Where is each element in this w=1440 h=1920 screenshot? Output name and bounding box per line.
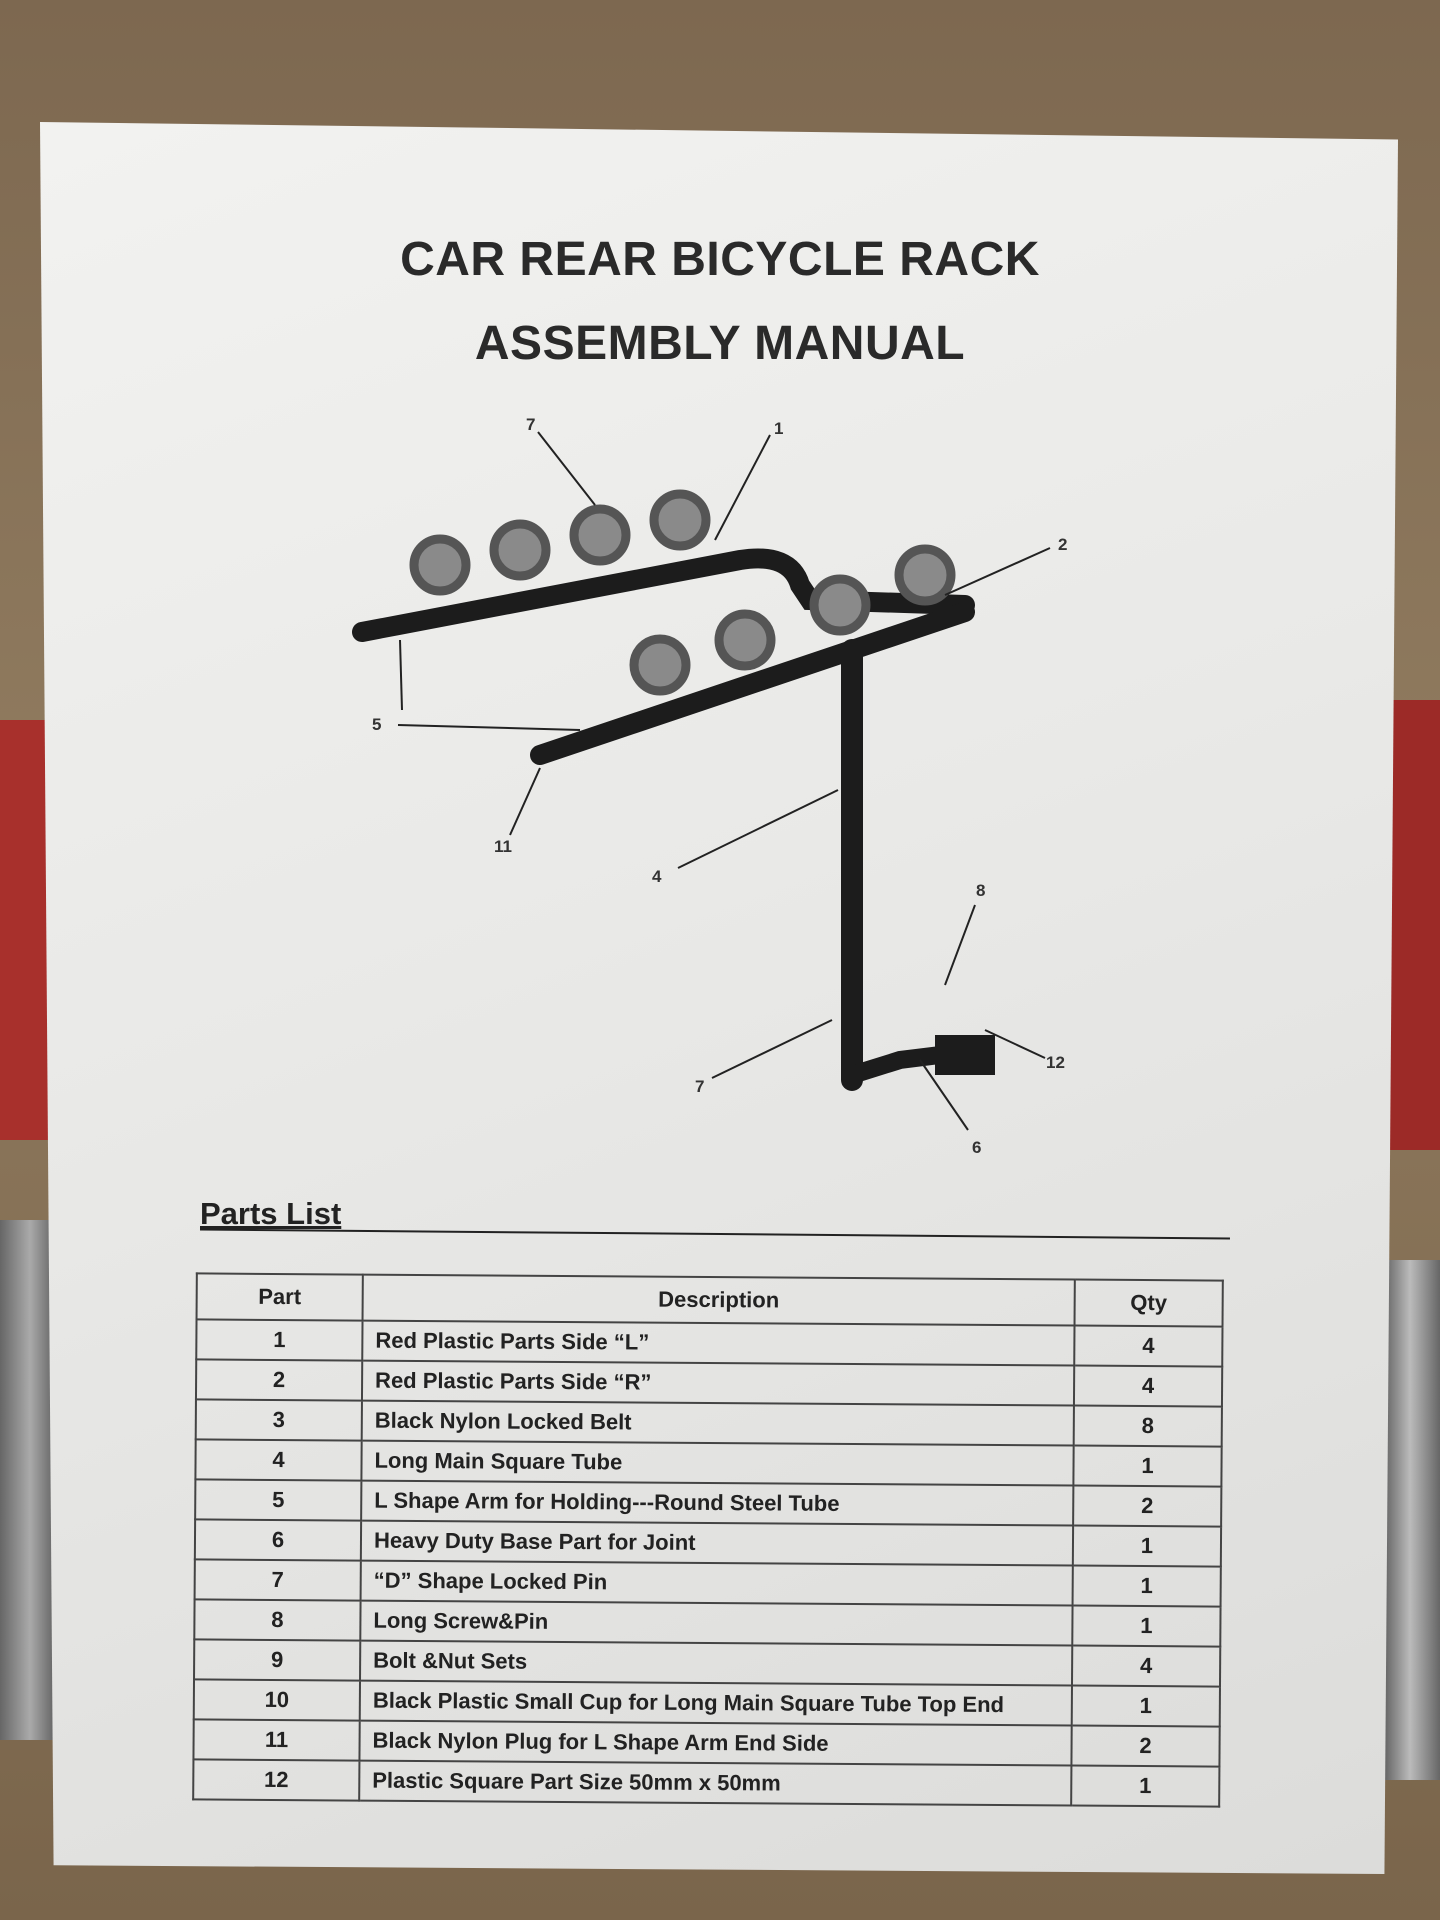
callout-3: 7: [526, 415, 535, 434]
callout-7: 7: [695, 1077, 704, 1096]
part-description: Black Plastic Small Cup for Long Main Sq…: [359, 1680, 1072, 1726]
column-header-part: Part: [196, 1273, 363, 1321]
part-number: 10: [193, 1679, 361, 1721]
part-number: 4: [195, 1439, 362, 1481]
part-number: 2: [195, 1359, 363, 1401]
part-description: Black Nylon Plug for L Shape Arm End Sid…: [359, 1720, 1072, 1766]
callout-4: 4: [652, 867, 662, 886]
callout-8: 8: [976, 881, 985, 900]
part-description: Bolt &Nut Sets: [360, 1640, 1073, 1686]
part-description: L Shape Arm for Holding---Round Steel Tu…: [361, 1480, 1074, 1526]
part-description: “D” Shape Locked Pin: [360, 1560, 1073, 1606]
part-description: Long Main Square Tube: [361, 1440, 1074, 1486]
part-number: 12: [193, 1759, 360, 1801]
bubble-wrap-right: [1380, 1260, 1440, 1780]
part-quantity: 1: [1071, 1685, 1220, 1727]
part-description: Plastic Square Part Size 50mm x 50mm: [359, 1760, 1072, 1806]
column-header-qty: Qty: [1074, 1279, 1223, 1327]
part-description: Red Plastic Parts Side “L”: [362, 1320, 1075, 1366]
part-quantity: 1: [1072, 1525, 1222, 1567]
part-number: 7: [194, 1559, 361, 1601]
callout-11: 11: [494, 837, 512, 856]
table-header-row: Part Description Qty: [196, 1273, 1223, 1327]
part-description: Heavy Duty Base Part for Joint: [360, 1520, 1074, 1566]
part-quantity: 1: [1072, 1605, 1221, 1647]
column-header-description: Description: [362, 1274, 1075, 1326]
part-quantity: 2: [1071, 1725, 1220, 1767]
part-description: Black Nylon Locked Belt: [361, 1400, 1074, 1446]
part-number: 9: [194, 1639, 361, 1681]
part-description: Red Plastic Parts Side “R”: [361, 1360, 1075, 1406]
part-quantity: 4: [1074, 1325, 1223, 1367]
part-quantity: 4: [1071, 1645, 1221, 1687]
rack-illustration: [352, 489, 995, 1091]
callout-5: 5: [372, 715, 381, 734]
part-description: Long Screw&Pin: [360, 1600, 1073, 1646]
callout-12: 12: [1046, 1053, 1065, 1072]
part-number: 11: [193, 1719, 360, 1761]
manual-sheet: [40, 122, 1398, 1874]
part-number: 8: [194, 1599, 361, 1641]
part-quantity: 2: [1073, 1485, 1222, 1527]
part-number: 1: [196, 1319, 363, 1361]
part-quantity: 1: [1071, 1765, 1220, 1807]
callout-1: 1: [774, 419, 783, 438]
parts-list-heading: Parts List: [200, 1196, 342, 1231]
part-quantity: 8: [1073, 1405, 1222, 1447]
manual-title-line1: CAR REAR BICYCLE RACK: [400, 233, 1040, 286]
callout-2: 2: [1058, 535, 1067, 554]
part-quantity: 4: [1073, 1365, 1223, 1407]
part-quantity: 1: [1072, 1565, 1221, 1607]
part-number: 5: [195, 1479, 362, 1521]
manual-title-line2: ASSEMBLY MANUAL: [474, 317, 966, 370]
part-quantity: 1: [1073, 1445, 1222, 1487]
callout-6: 6: [972, 1138, 981, 1157]
part-number: 3: [195, 1399, 362, 1441]
part-number: 6: [194, 1519, 362, 1561]
callout-leader-lines: [397, 431, 1051, 1131]
